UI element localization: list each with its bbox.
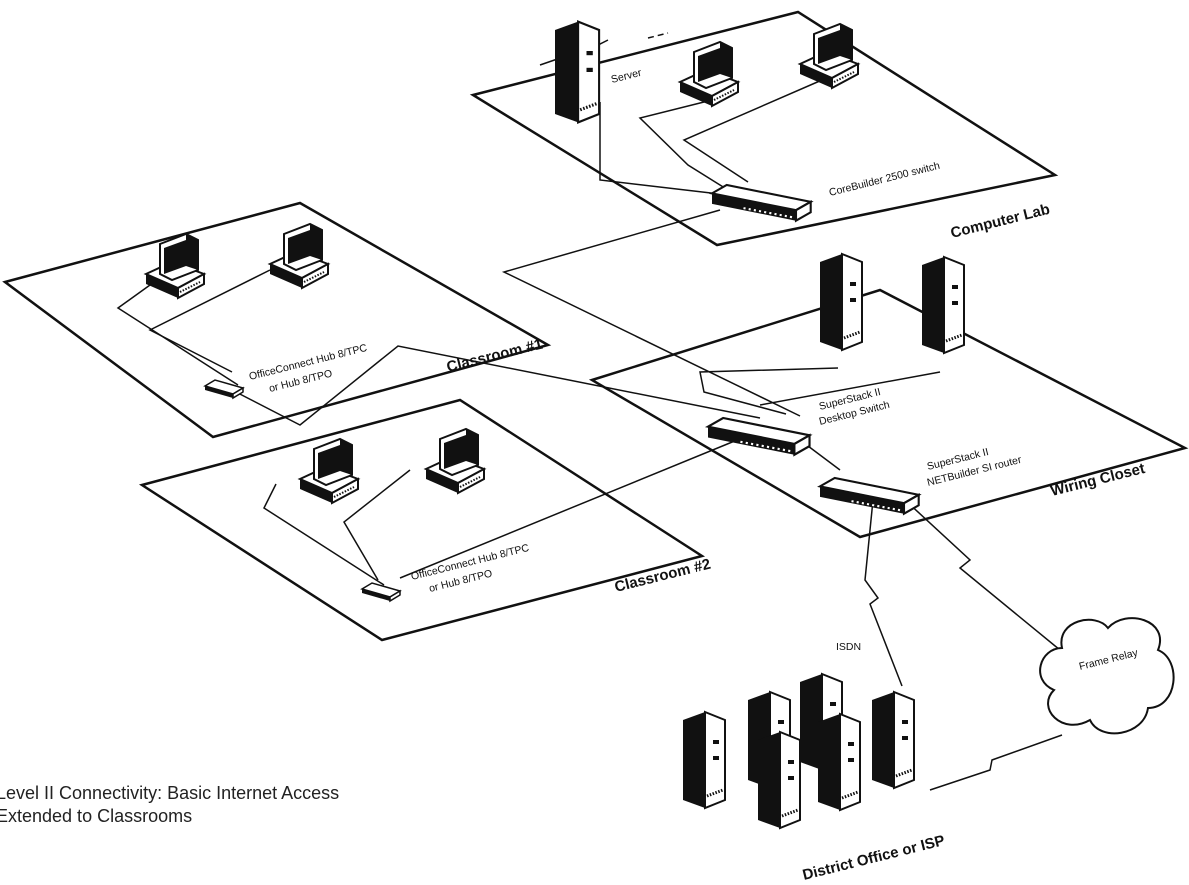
caption-line-1: Level II Connectivity: Basic Internet Ac… <box>0 783 340 803</box>
caption-line-2: Extended to Classrooms <box>0 806 193 826</box>
cabling <box>116 32 1063 791</box>
lab-server-icon <box>553 20 601 124</box>
classroom2-floor <box>138 398 706 642</box>
computer-lab-floor <box>469 10 1059 247</box>
isdn-label: ISDN <box>836 641 861 653</box>
closet-server-2-icon <box>920 255 966 355</box>
frame-relay-cloud <box>1039 617 1175 735</box>
computer-lab-label: Computer Lab <box>949 201 1052 242</box>
district-servers-icon <box>681 672 916 830</box>
closet-server-1-icon <box>818 252 864 352</box>
classroom1-floor <box>2 201 552 439</box>
figure-caption: Level II Connectivity: Basic Internet Ac… <box>0 782 339 828</box>
wiring-closet-floor <box>588 288 1189 539</box>
district-office-label: District Office or ISP <box>801 832 947 884</box>
